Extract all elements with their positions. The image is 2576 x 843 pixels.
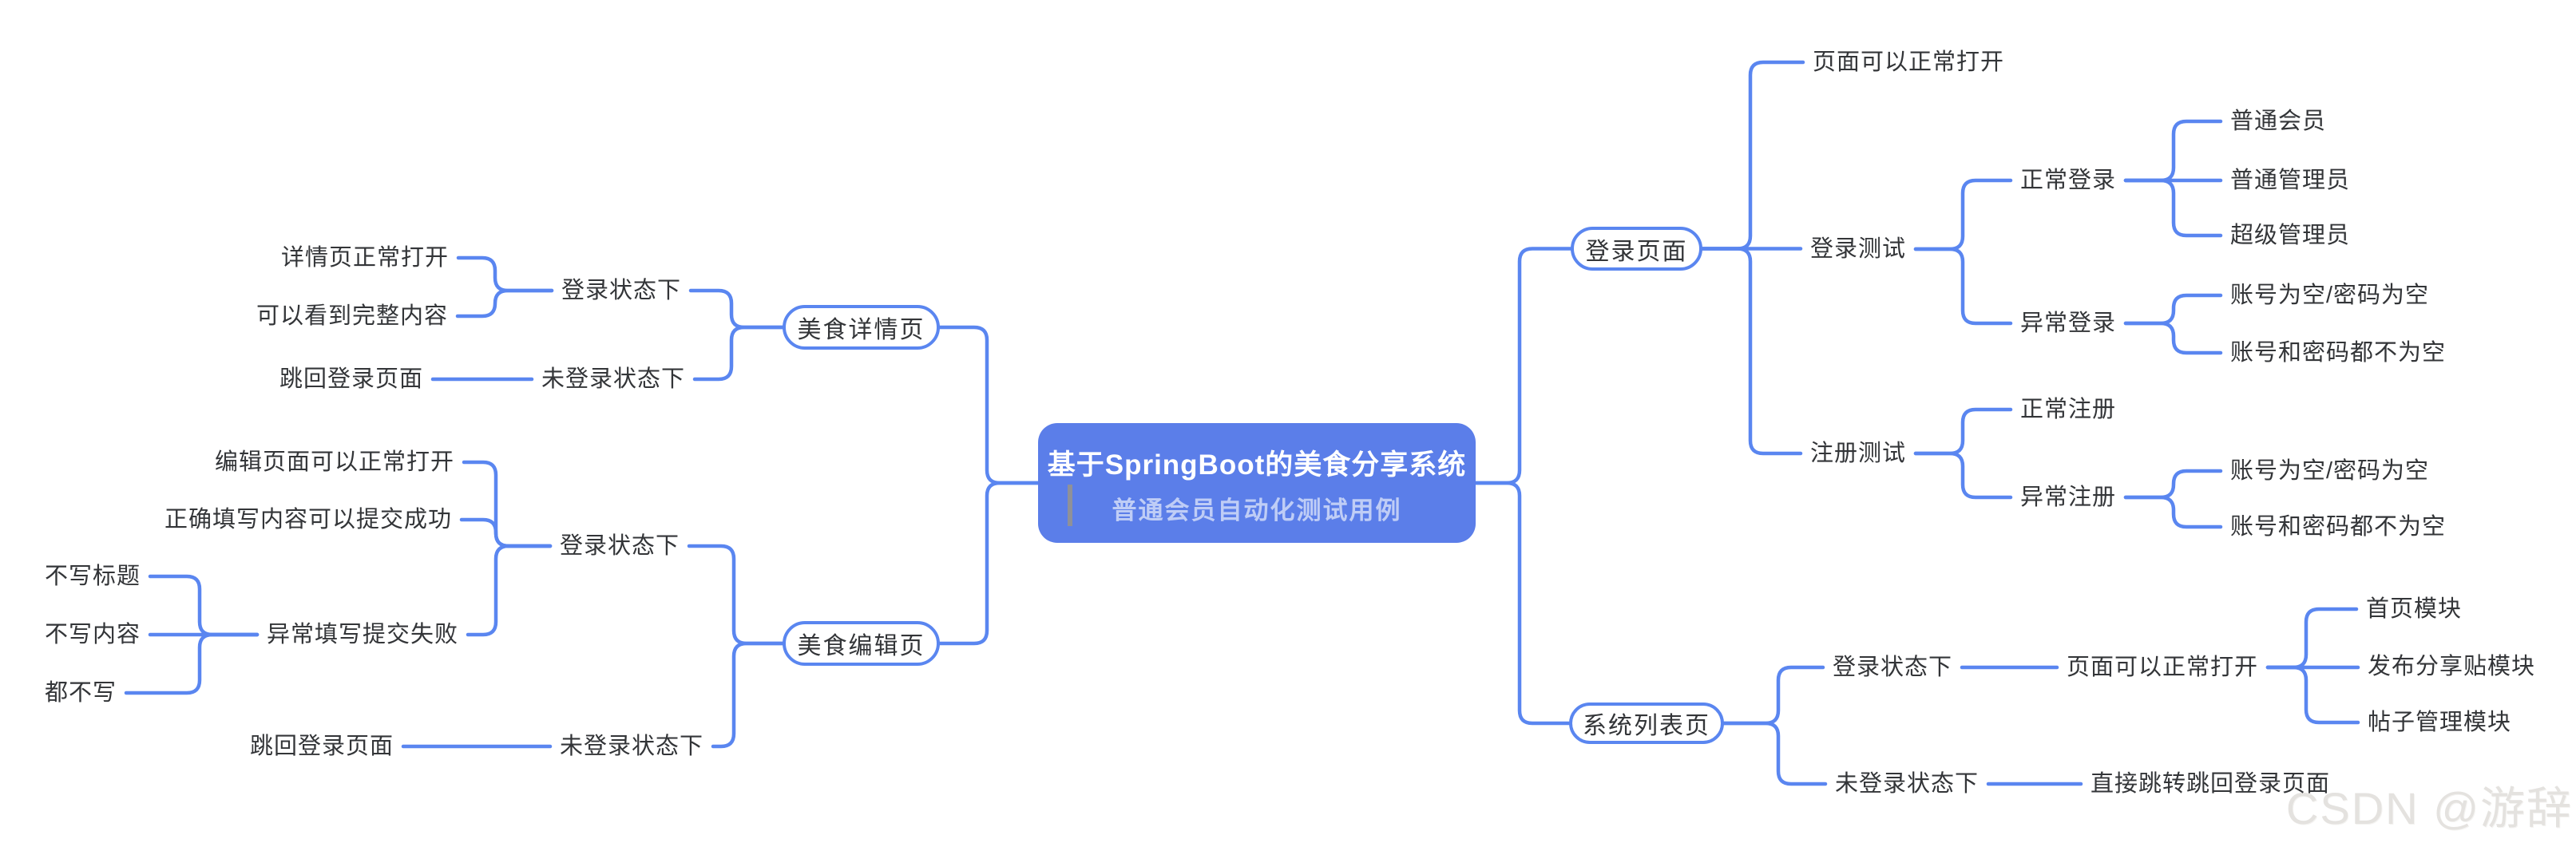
- topic-label-login_test[interactable]: 登录测试: [1810, 236, 1907, 262]
- topic-label-login_state_e[interactable]: 登录状态下: [560, 533, 680, 559]
- topic-pill-pill_login[interactable]: 登录页面: [1571, 227, 1702, 271]
- edge-abnormal_submit-no_title: [148, 574, 260, 637]
- edge-abnormal_submit-none_written: [124, 632, 260, 695]
- edge-root-pill_edit: [937, 481, 1040, 646]
- topic-label-not_login_s[interactable]: 未登录状态下: [1835, 771, 1980, 797]
- edge-abnormal_reg-reg_empty: [2123, 469, 2223, 500]
- topic-label-login_notempty[interactable]: 账号和密码都不为空: [2230, 340, 2447, 366]
- edge-pill_edit-not_login_e: [711, 641, 785, 749]
- topic-label-admin[interactable]: 普通管理员: [2230, 168, 2351, 193]
- edge-root-pill_detail: [937, 325, 1040, 485]
- edge-abnormal_login-login_notempty: [2123, 321, 2223, 355]
- topic-label-login_empty[interactable]: 账号为空/密码为空: [2230, 283, 2430, 308]
- edge-root-pill_syslist: [1473, 481, 1571, 726]
- topic-label-jump_back[interactable]: 直接跳转跳回登录页面: [2091, 771, 2331, 797]
- edge-page_open_s-home_module: [2265, 607, 2359, 670]
- edge-normal_login-superadmin: [2123, 178, 2223, 238]
- edge-login_test-normal_login: [1913, 178, 2013, 251]
- edge-root-pill_login: [1473, 247, 1573, 485]
- edge-login_state_e-edit_open: [462, 460, 553, 548]
- edge-login_state_d-detail_open: [456, 255, 554, 293]
- topic-label-not_login_d[interactable]: 未登录状态下: [541, 366, 686, 392]
- edge-login_state_e-edit_submit_ok: [459, 517, 553, 548]
- topic-label-none_written[interactable]: 都不写: [45, 680, 117, 706]
- topic-label-abnormal_reg[interactable]: 异常注册: [2020, 485, 2117, 510]
- topic-label-member[interactable]: 普通会员: [2230, 109, 2327, 134]
- topic-label-no_content[interactable]: 不写内容: [45, 622, 141, 647]
- topic-label-no_title[interactable]: 不写标题: [45, 564, 141, 589]
- edge-pill_detail-login_state_d: [688, 288, 785, 330]
- edge-reg_test-abnormal_reg: [1913, 451, 2013, 500]
- topic-pill-pill_edit[interactable]: 美食编辑页: [783, 621, 940, 666]
- edge-pill_detail-not_login_d: [692, 325, 785, 382]
- topic-label-abnormal_login[interactable]: 异常登录: [2020, 311, 2117, 336]
- edge-login_test-abnormal_login: [1913, 247, 2013, 326]
- topic-label-normal_login[interactable]: 正常登录: [2020, 168, 2117, 193]
- edge-abnormal_reg-reg_notempty: [2123, 495, 2223, 529]
- topic-label-manage_module[interactable]: 帖子管理模块: [2368, 710, 2512, 735]
- topic-pill-pill_syslist[interactable]: 系统列表页: [1569, 702, 1724, 744]
- edge-pill_syslist-login_state_s: [1722, 665, 1825, 726]
- topic-label-not_login_e[interactable]: 未登录状态下: [560, 734, 704, 759]
- edge-pill_edit-login_state_e: [687, 544, 785, 646]
- topic-label-page_open_login[interactable]: 页面可以正常打开: [1813, 49, 2005, 75]
- root-subtitle: 普通会员自动化测试用例: [1112, 497, 1402, 524]
- edge-normal_login-member: [2123, 119, 2223, 183]
- subtitle-marker-bar: [1068, 485, 1072, 526]
- edge-page_open_s-manage_module: [2265, 665, 2360, 725]
- edge-login_state_e-abnormal_submit: [466, 544, 553, 637]
- topic-label-reg_test[interactable]: 注册测试: [1810, 441, 1907, 466]
- topic-label-edit_open[interactable]: 编辑页面可以正常打开: [215, 449, 455, 475]
- topic-label-page_open_s[interactable]: 页面可以正常打开: [2067, 655, 2259, 680]
- topic-label-edit_submit_ok[interactable]: 正确填写内容可以提交成功: [164, 507, 453, 532]
- edge-abnormal_login-login_empty: [2123, 293, 2223, 326]
- edge-pill_login-reg_test: [1700, 247, 1803, 456]
- topic-label-back_login_e[interactable]: 跳回登录页面: [250, 734, 394, 759]
- topic-label-superadmin[interactable]: 超级管理员: [2230, 223, 2351, 248]
- topic-pill-pill_detail[interactable]: 美食详情页: [783, 305, 940, 350]
- edge-pill_login-page_open_login: [1700, 60, 1805, 251]
- edge-reg_test-normal_reg: [1913, 407, 2013, 456]
- topic-label-detail_open[interactable]: 详情页正常打开: [281, 245, 450, 271]
- topic-label-login_state_s[interactable]: 登录状态下: [1833, 655, 1953, 680]
- topic-label-login_state_d[interactable]: 登录状态下: [561, 278, 682, 303]
- csdn-watermark: CSDN @游辞: [2285, 783, 2573, 833]
- root-title: 基于SpringBoot的美食分享系统: [1047, 449, 1467, 481]
- topic-label-post_module[interactable]: 发布分享贴模块: [2368, 654, 2536, 679]
- edge-login_state_d-detail_full: [455, 288, 554, 319]
- root-node[interactable]: 基于SpringBoot的美食分享系统普通会员自动化测试用例: [1038, 423, 1476, 543]
- topic-label-reg_empty[interactable]: 账号为空/密码为空: [2230, 458, 2430, 484]
- topic-label-reg_notempty[interactable]: 账号和密码都不为空: [2230, 514, 2447, 540]
- topic-label-back_login_d[interactable]: 跳回登录页面: [279, 366, 424, 392]
- topic-label-home_module[interactable]: 首页模块: [2366, 596, 2463, 622]
- edge-pill_syslist-not_login_s: [1722, 721, 1828, 786]
- topic-label-normal_reg[interactable]: 正常注册: [2020, 397, 2117, 422]
- topic-label-detail_full[interactable]: 可以看到完整内容: [256, 303, 449, 329]
- topic-label-abnormal_submit[interactable]: 异常填写提交失败: [267, 622, 459, 647]
